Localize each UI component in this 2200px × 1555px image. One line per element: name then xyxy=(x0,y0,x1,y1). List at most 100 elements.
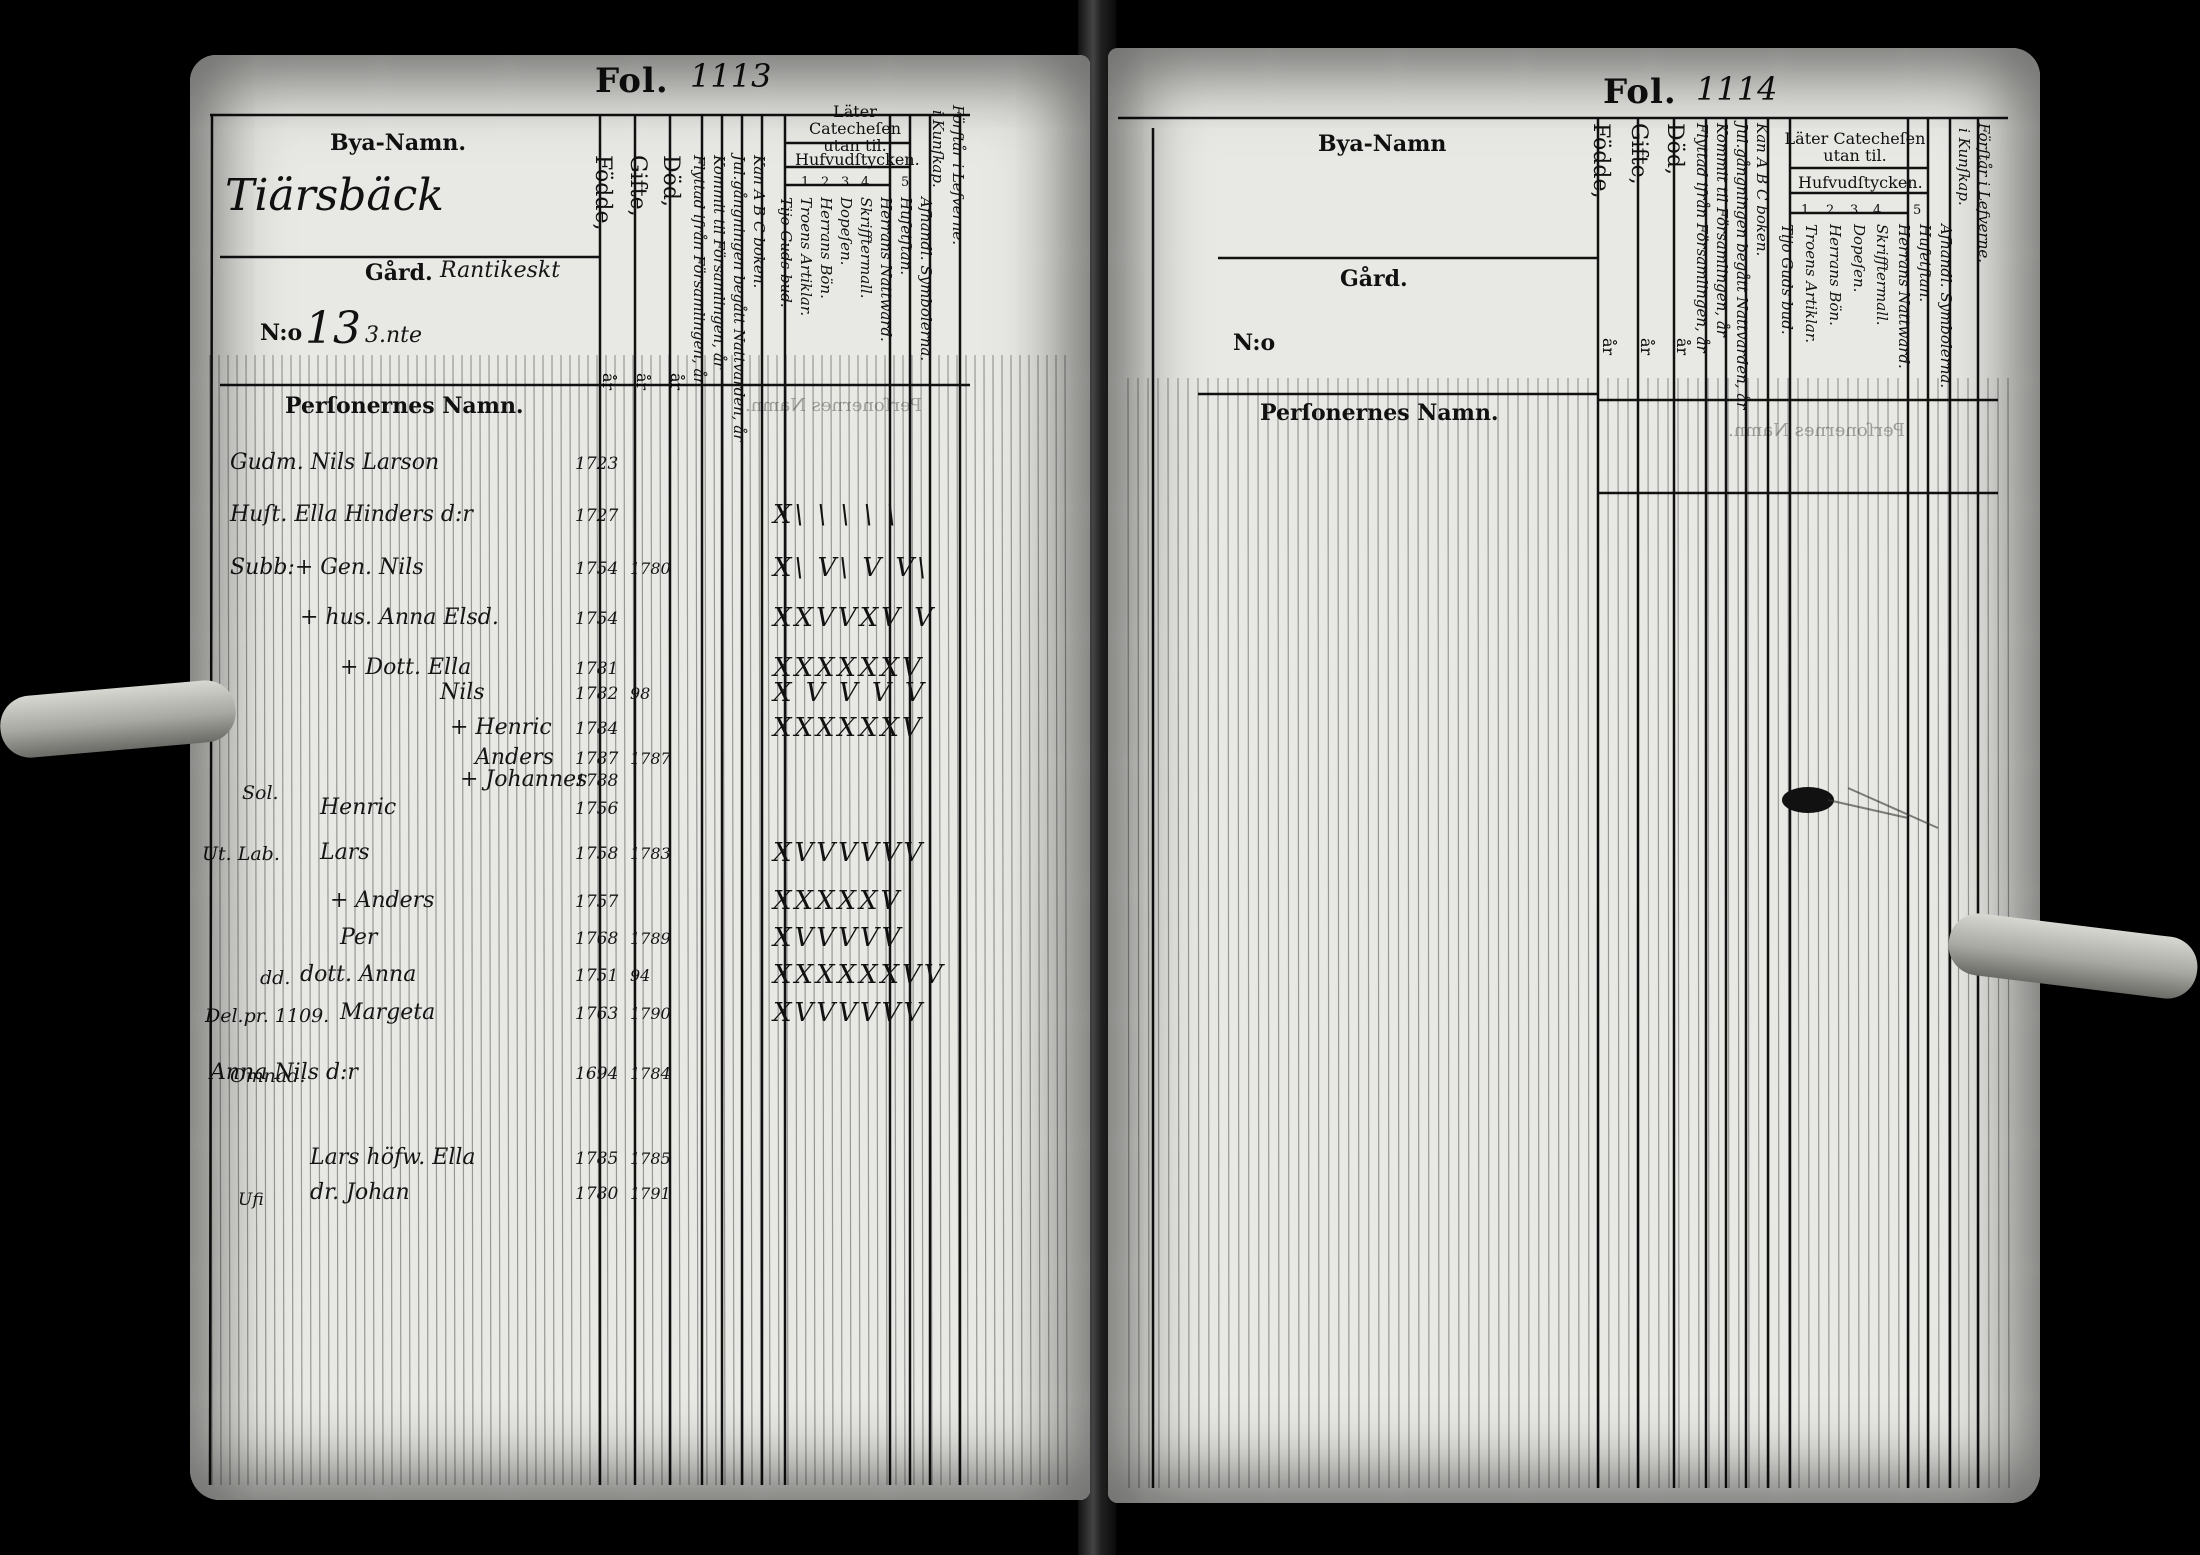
faint-ruling xyxy=(1877,377,1880,1489)
faint-ruling xyxy=(317,354,321,1486)
no-label: N:o xyxy=(1233,330,1276,356)
register-row-marks: XVVVVVV xyxy=(773,998,926,1028)
faint-ruling xyxy=(1657,377,1660,1489)
faint-ruling xyxy=(344,354,348,1486)
faint-ruling xyxy=(758,354,762,1486)
col-gift: Gifte, xyxy=(625,155,650,217)
faint-ruling xyxy=(785,354,789,1486)
faint-ruling xyxy=(542,354,546,1486)
faint-ruling xyxy=(1627,377,1630,1489)
folio-label: Fol. xyxy=(595,61,669,101)
col-dod: Död, xyxy=(1662,123,1687,175)
bya-namn-label: Bya-Namn xyxy=(1318,131,1447,157)
ar-dod: år xyxy=(1673,338,1692,356)
faint-ruling xyxy=(1167,377,1170,1489)
faint-ruling xyxy=(218,354,222,1486)
register-row-name: + Dott. Ella xyxy=(340,655,472,680)
faint-ruling xyxy=(1307,377,1310,1489)
register-row-name: Anna Nils d:r xyxy=(210,1060,358,1085)
faint-ruling xyxy=(1467,377,1470,1489)
faint-ruling xyxy=(1257,377,1260,1489)
col-forstar: Förſtår i Lefverne. xyxy=(949,105,967,246)
faint-ruling xyxy=(1917,377,1920,1489)
faint-ruling xyxy=(1817,377,1820,1489)
margin-note: dd. xyxy=(260,967,291,989)
register-row-name: Subb:+ Gen. Nils xyxy=(230,555,424,580)
faint-ruling xyxy=(1557,377,1560,1489)
register-row-marks: XXXXXV xyxy=(773,886,903,916)
faint-ruling xyxy=(1647,377,1650,1489)
register-row-year: 1754 xyxy=(575,609,619,629)
register-row-year: 1757 xyxy=(575,892,619,912)
faint-ruling xyxy=(956,354,960,1486)
num-5: 5 xyxy=(1913,203,1922,218)
faint-ruling xyxy=(803,354,807,1486)
faint-ruling xyxy=(1497,377,1500,1489)
faint-ruling xyxy=(1477,377,1480,1489)
faint-ruling xyxy=(641,354,645,1486)
faint-ruling xyxy=(839,354,843,1486)
register-row-marks: X\ V\ V V\ xyxy=(773,553,929,583)
register-row-name: + Anders xyxy=(330,888,435,913)
faint-ruling xyxy=(596,354,600,1486)
num-1: 1 xyxy=(801,175,810,190)
faint-ruling xyxy=(1317,377,1320,1489)
faint-ruling xyxy=(893,354,897,1486)
faint-ruling xyxy=(1547,377,1550,1489)
register-row-marks: XXXXXXVV xyxy=(773,960,946,990)
faint-ruling xyxy=(1157,377,1160,1489)
faint-ruling xyxy=(1847,377,1850,1489)
bleed-through-text: Perſonernes Namn. xyxy=(745,395,922,416)
col-forstar: Förſtår i Lefverne. xyxy=(1975,123,1993,264)
sub-col-3: Herrans Bön. xyxy=(1826,224,1844,326)
faint-ruling xyxy=(1277,377,1280,1489)
faint-ruling xyxy=(866,354,870,1486)
faint-ruling xyxy=(1727,377,1730,1489)
faint-ruling xyxy=(1757,377,1760,1489)
faint-ruling xyxy=(578,354,582,1486)
margin-note: Omnad. xyxy=(230,1065,306,1087)
faint-ruling xyxy=(938,354,942,1486)
no-note: 3.nte xyxy=(365,323,423,348)
faint-ruling xyxy=(1377,377,1380,1489)
col-fodd: Födde, xyxy=(1588,123,1613,199)
ar-gift: år xyxy=(1637,338,1656,356)
register-row-year: 1763 xyxy=(575,1004,619,1024)
faint-ruling xyxy=(1055,354,1059,1486)
no-label: N:o xyxy=(260,320,303,346)
persons-label: Perſonernes Namn. xyxy=(1260,400,1499,426)
sub-col-2: Troens Artiklar. xyxy=(797,197,815,317)
faint-ruling xyxy=(1197,377,1200,1489)
faint-ruling xyxy=(290,354,294,1486)
register-row-year: 1785 xyxy=(575,1149,619,1169)
faint-ruling xyxy=(425,354,429,1486)
faint-ruling xyxy=(1747,377,1750,1489)
faint-ruling xyxy=(1137,377,1140,1489)
faint-ruling xyxy=(623,354,627,1486)
faint-ruling xyxy=(848,354,852,1486)
folio-number: 1114 xyxy=(1696,70,1778,108)
gard-value: Rantikeskt xyxy=(440,258,561,283)
faint-ruling xyxy=(1064,354,1068,1486)
folio-label: Fol. xyxy=(1603,72,1677,112)
faint-ruling xyxy=(479,354,483,1486)
faint-ruling xyxy=(1447,377,1450,1489)
faint-ruling xyxy=(1587,377,1590,1489)
col-gang: Jul.gångningen begått Nattvarden, år xyxy=(730,155,748,442)
faint-ruling xyxy=(830,354,834,1486)
faint-ruling xyxy=(1187,377,1190,1489)
sub-col-5: Skrifftermall. xyxy=(857,197,875,299)
gard-label: Gård. xyxy=(365,260,433,286)
faint-ruling xyxy=(1507,377,1510,1489)
faint-ruling xyxy=(470,354,474,1486)
sub-col-4: Dopeſen. xyxy=(1850,224,1868,293)
faint-ruling xyxy=(911,354,915,1486)
num-2: 2 xyxy=(1826,203,1835,218)
col-herrans-natt: Herrans Nattward. xyxy=(877,197,895,342)
faint-ruling xyxy=(1297,377,1300,1489)
register-row-year: 1780 xyxy=(575,1184,619,1204)
faint-ruling xyxy=(1777,377,1780,1489)
faint-ruling xyxy=(1717,377,1720,1489)
register-row-year: 1727 xyxy=(575,506,619,526)
bya-namn-label: Bya-Namn. xyxy=(330,130,467,156)
